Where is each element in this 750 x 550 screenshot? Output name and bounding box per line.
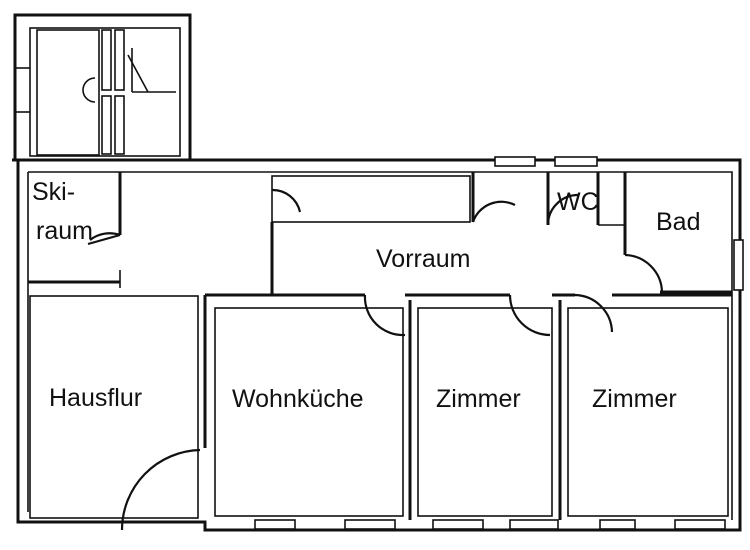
doors — [87, 188, 664, 531]
room-label-skiraum-line1: Ski- — [32, 178, 75, 206]
room-label-skiraum-line2: raum — [36, 217, 93, 245]
outer-walls — [12, 156, 744, 532]
room-label-zimmer-2: Zimmer — [592, 385, 677, 413]
room-labels: Ski- raum WC Bad Vorraum Hausflur Wohnkü… — [32, 178, 700, 413]
room-label-bad: Bad — [656, 208, 700, 236]
room-label-wohnkueche: Wohnküche — [232, 385, 364, 413]
annex-block — [13, 13, 192, 162]
room-label-vorraum: Vorraum — [376, 245, 470, 273]
room-label-zimmer-1: Zimmer — [436, 385, 521, 413]
room-label-hausflur: Hausflur — [49, 384, 142, 412]
room-label-wc: WC — [557, 188, 599, 216]
interior-walls — [28, 172, 732, 520]
